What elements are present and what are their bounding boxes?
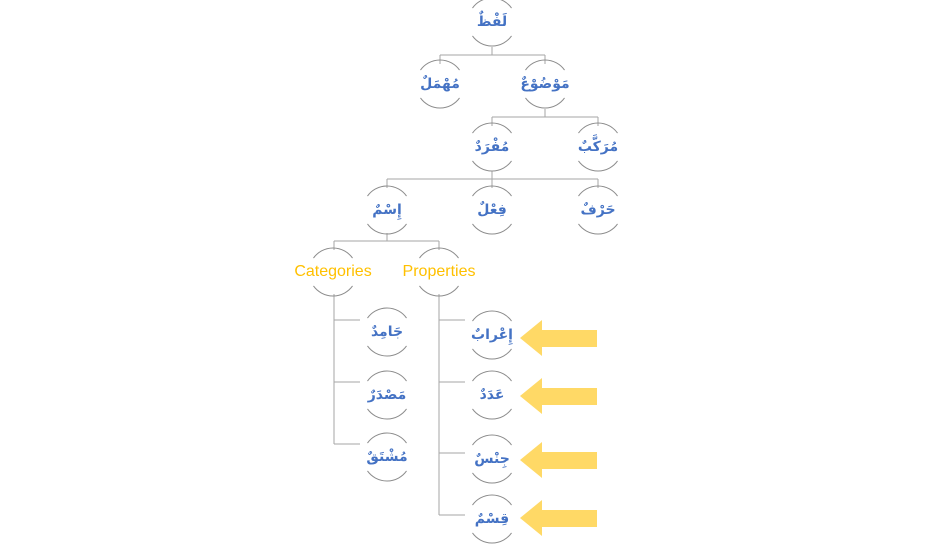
left-arrow-icon	[520, 378, 597, 414]
node-properties: Properties	[402, 263, 476, 280]
node-outline-top-arc	[472, 122, 512, 134]
left-arrow-icon	[520, 442, 597, 478]
node-masdar: مَصْدَرٌ	[367, 387, 407, 403]
node-outline-bottom-arc	[578, 223, 618, 235]
node-outline-bottom-arc	[472, 532, 512, 544]
node-qism: قِسْمٌ	[474, 511, 510, 527]
connector-mufrad	[386, 171, 599, 188]
node-muhmal: مُهْمَلٌ	[420, 76, 460, 92]
node-lafz: لَفْظٌ	[476, 14, 508, 30]
node-mufrad: مُفْرَدٌ	[474, 139, 510, 155]
node-outline-top-arc	[367, 432, 407, 444]
node-ism: إِسْمٌ	[372, 202, 402, 218]
node-outline-bottom-arc	[472, 472, 512, 484]
node-outline-top-arc	[578, 122, 618, 134]
node-outline-top-arc	[472, 310, 512, 322]
node-outline-top-arc	[420, 59, 460, 71]
node-outline-bottom-arc	[367, 223, 407, 235]
node-mushtaq: مُشْتَقٌ	[366, 449, 408, 465]
node-jins: جِنْسٌ	[474, 451, 510, 467]
connector-mawdu	[491, 109, 599, 126]
node-fil: فِعْلٌ	[477, 202, 507, 218]
node-outline-top-arc	[367, 370, 407, 382]
node-outline-bottom-arc	[419, 285, 459, 297]
node-arcs	[313, 0, 618, 544]
node-outline-top-arc	[313, 247, 353, 259]
node-outline-top-arc	[419, 247, 459, 259]
node-irab: إِعْرابٌ	[471, 327, 513, 343]
node-outline-top-arc	[367, 185, 407, 197]
node-outline-top-arc	[472, 494, 512, 506]
node-adad: عَدَدٌ	[479, 387, 505, 403]
node-outline-bottom-arc	[578, 160, 618, 172]
connector-categories	[333, 294, 360, 445]
node-outline-bottom-arc	[472, 223, 512, 235]
connector-properties	[438, 294, 465, 516]
node-categories: Categories	[294, 263, 372, 280]
left-arrow-icon	[520, 500, 597, 536]
node-outline-bottom-arc	[367, 470, 407, 482]
node-outline-bottom-arc	[313, 285, 353, 297]
node-outline-bottom-arc	[367, 345, 407, 357]
highlight-arrows	[520, 320, 597, 536]
node-outline-bottom-arc	[472, 408, 512, 420]
node-outline-bottom-arc	[472, 348, 512, 360]
node-outline-top-arc	[525, 59, 565, 71]
node-outline-top-arc	[472, 185, 512, 197]
connector-root	[439, 47, 546, 64]
connector-ism	[333, 233, 440, 250]
node-outline-bottom-arc	[525, 97, 565, 109]
left-arrow-icon	[520, 320, 597, 356]
node-outline-bottom-arc	[472, 160, 512, 172]
node-outline-top-arc	[472, 0, 512, 9]
node-outline-bottom-arc	[367, 408, 407, 420]
node-harf: حَرْفٌ	[580, 202, 616, 218]
node-outline-top-arc	[472, 434, 512, 446]
node-outline-bottom-arc	[472, 35, 512, 47]
node-outline-top-arc	[578, 185, 618, 197]
node-murakkab: مُرَكَّبٌ	[577, 139, 619, 155]
node-outline-top-arc	[367, 307, 407, 319]
connectors	[333, 47, 599, 516]
node-outline-bottom-arc	[420, 97, 460, 109]
node-outline-top-arc	[472, 370, 512, 382]
node-mawdu: مَوْضُوْعٌ	[520, 76, 570, 92]
node-jamid: جَامِدٌ	[370, 324, 404, 340]
